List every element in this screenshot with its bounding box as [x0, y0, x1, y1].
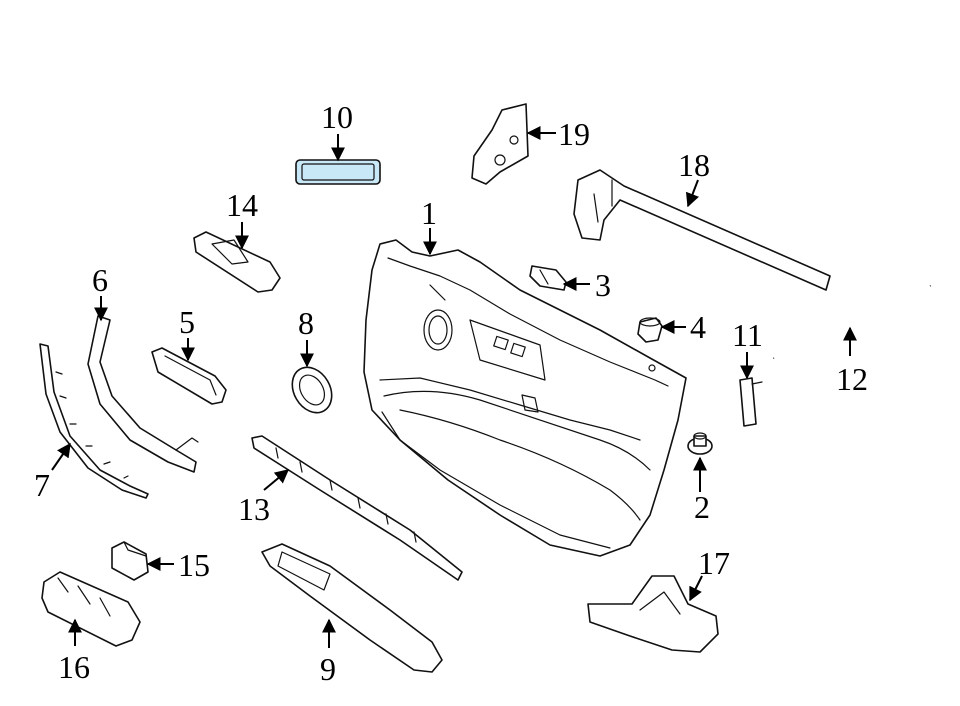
part-15-switch[interactable] — [111, 541, 149, 581]
callout-8: 8 — [298, 305, 314, 341]
callout-5: 5 — [179, 304, 195, 340]
part-6-trim-strip[interactable] — [87, 315, 199, 473]
part-10-light-lens[interactable] — [295, 159, 381, 185]
callout-18: 18 — [678, 147, 710, 183]
callout-16: 16 — [58, 649, 90, 685]
callout-labels: 1 2 3 4 5 6 7 8 9 10 11 12 13 14 15 16 1… — [34, 99, 868, 687]
part-14-switch-panel[interactable] — [193, 231, 281, 293]
callout-11: 11 — [732, 317, 763, 353]
callout-15: 15 — [178, 547, 210, 583]
callout-17: 17 — [698, 545, 730, 581]
part-4-grommet[interactable] — [637, 317, 663, 343]
callout-6: 6 — [92, 262, 108, 298]
callout-19: 19 — [558, 116, 590, 152]
part-11-connector[interactable] — [739, 377, 763, 427]
callout-4: 4 — [690, 309, 706, 345]
part-1-door-trim-panel[interactable] — [363, 239, 687, 557]
callout-3: 3 — [595, 267, 611, 303]
part-13-trim-molding[interactable] — [251, 435, 463, 581]
callout-10: 10 — [321, 99, 353, 135]
part-2-clip[interactable] — [687, 432, 713, 455]
part-19-mounting-bracket[interactable] — [471, 103, 529, 185]
part-17-bracket[interactable] — [587, 575, 719, 653]
part-12-rod[interactable] — [773, 284, 931, 360]
part-3-bracket[interactable] — [529, 265, 567, 291]
part-7-trim-strip[interactable] — [39, 343, 149, 499]
leader-lines — [51, 126, 857, 648]
part-18-weatherstrip[interactable] — [573, 169, 831, 291]
callout-12: 12 — [836, 361, 868, 397]
part-5-pull-handle[interactable] — [151, 347, 227, 405]
callout-14: 14 — [226, 187, 258, 223]
callout-1: 1 — [421, 195, 437, 231]
part-8-speaker-ring[interactable] — [284, 360, 339, 420]
callout-13: 13 — [238, 491, 270, 527]
callout-2: 2 — [694, 489, 710, 525]
callout-7: 7 — [34, 467, 50, 503]
part-9-armrest[interactable] — [261, 543, 443, 673]
callout-9: 9 — [320, 651, 336, 687]
part-16-window-switch[interactable] — [41, 571, 141, 647]
